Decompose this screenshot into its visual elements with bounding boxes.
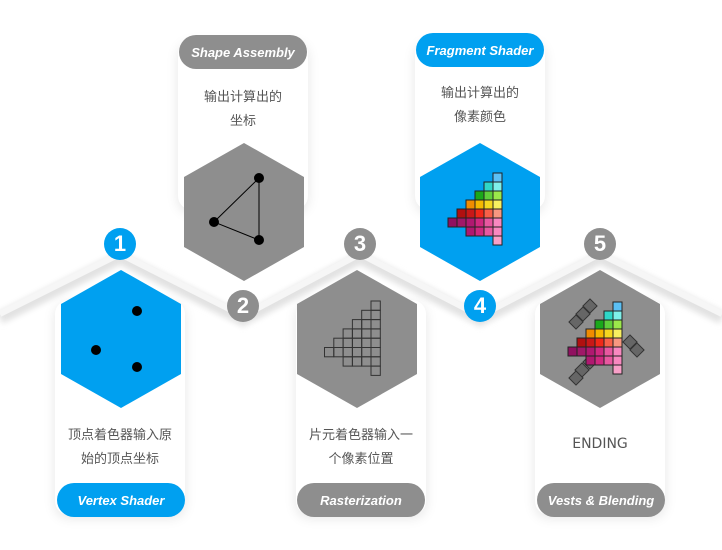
- fragment-pixel: [474, 190, 485, 201]
- blended-pixel: [567, 346, 578, 357]
- vests-blending-label: Vests & Blending: [537, 483, 665, 517]
- blended-pixel: [612, 301, 623, 312]
- raster-desc: 片元着色器输入一个像素位置: [308, 428, 413, 467]
- fragment-pixel: [465, 217, 476, 228]
- discarded-fragment: [575, 306, 591, 322]
- blended-pixel: [612, 310, 623, 321]
- vertex-point: [91, 345, 101, 355]
- blended-pixel: [576, 346, 587, 357]
- fragment-pixel: [474, 208, 485, 219]
- blended-pixel: [594, 328, 605, 339]
- fragment-pixel: [492, 190, 503, 201]
- discarded-fragment: [622, 334, 638, 350]
- raster-hexagon: [297, 270, 417, 408]
- blended-pixel: [612, 337, 623, 348]
- fragment-pixel: [492, 172, 503, 183]
- vertex-desc: 顶点着色器输入原始的顶点坐标: [67, 428, 172, 467]
- blended-pixel: [612, 319, 623, 330]
- fragment-pixel: [483, 208, 494, 219]
- vertex-shader-label: Vertex Shader: [57, 483, 185, 517]
- blended-pixel: [603, 337, 614, 348]
- vertex-hexagon: [61, 270, 181, 408]
- step-number-5: 5: [584, 228, 616, 260]
- step-number-3: 3: [344, 228, 376, 260]
- vertex-point: [132, 362, 142, 372]
- fragment-shader-label: Fragment Shader: [416, 33, 544, 67]
- triangle-edges: [213, 176, 260, 241]
- fragment-pixel: [483, 190, 494, 201]
- triangle-vertex: [209, 217, 219, 227]
- fragment-pixel: [474, 226, 485, 237]
- fragment-pixel: [465, 226, 476, 237]
- fragment-pixel: [483, 217, 494, 228]
- blended-pixel: [585, 337, 596, 348]
- blended-pixel: [585, 355, 596, 366]
- blended-pixel: [612, 328, 623, 339]
- fragment-pixel: [447, 217, 458, 228]
- blended-pixel: [594, 346, 605, 357]
- fragment-pixel: [465, 199, 476, 210]
- blended-pixel: [603, 319, 614, 330]
- fragment-pixel: [465, 208, 476, 219]
- blended-pixel: [603, 328, 614, 339]
- fragment-pixel: [483, 181, 494, 192]
- discarded-fragment: [582, 298, 598, 314]
- blended-pixel: [594, 337, 605, 348]
- fragment-pixel: [474, 217, 485, 228]
- blended-pixel: [585, 346, 596, 357]
- blended-pixel: [612, 364, 623, 375]
- fragment-pixel: [492, 217, 503, 228]
- discarded-fragment: [568, 314, 584, 330]
- blended-pixel: [603, 346, 614, 357]
- fragment-pixel: [483, 199, 494, 210]
- raster-pixel: [370, 365, 381, 376]
- shape-desc: 输出计算出的坐标: [203, 90, 282, 129]
- blended-pixel: [594, 355, 605, 366]
- blended-pixel: [612, 355, 623, 366]
- triangle-vertex: [254, 235, 264, 245]
- fragment-pixel: [492, 226, 503, 237]
- blended-pixel: [594, 319, 605, 330]
- shape-assembly-label: Shape Assembly: [179, 35, 307, 69]
- fragment-pixel: [492, 199, 503, 210]
- assembly-hexagon: [184, 143, 304, 281]
- triangle-vertex: [254, 173, 264, 183]
- fragment-pixel: [483, 226, 494, 237]
- step-number-4: 4: [464, 290, 496, 322]
- blended-pixel: [603, 355, 614, 366]
- step-number-1: 1: [104, 228, 136, 260]
- step-number-2: 2: [227, 290, 259, 322]
- blended-pixel: [585, 328, 596, 339]
- fragment-pixel: [456, 208, 467, 219]
- rasterization-label: Rasterization: [297, 483, 425, 517]
- blended-pixel: [612, 346, 623, 357]
- ending-label: ENDING: [572, 436, 628, 452]
- fragment-pixel: [492, 181, 503, 192]
- fragment-pixel: [492, 208, 503, 219]
- fragment-desc: 输出计算出的像素颜色: [440, 86, 519, 125]
- fragment-pixel: [492, 235, 503, 246]
- vertex-point: [132, 306, 142, 316]
- discarded-fragment: [629, 342, 645, 358]
- blended-pixel: [603, 310, 614, 321]
- blended-pixel: [576, 337, 587, 348]
- fragment-pixel: [456, 217, 467, 228]
- discarded-fragment: [568, 370, 584, 386]
- fragment-pixel: [474, 199, 485, 210]
